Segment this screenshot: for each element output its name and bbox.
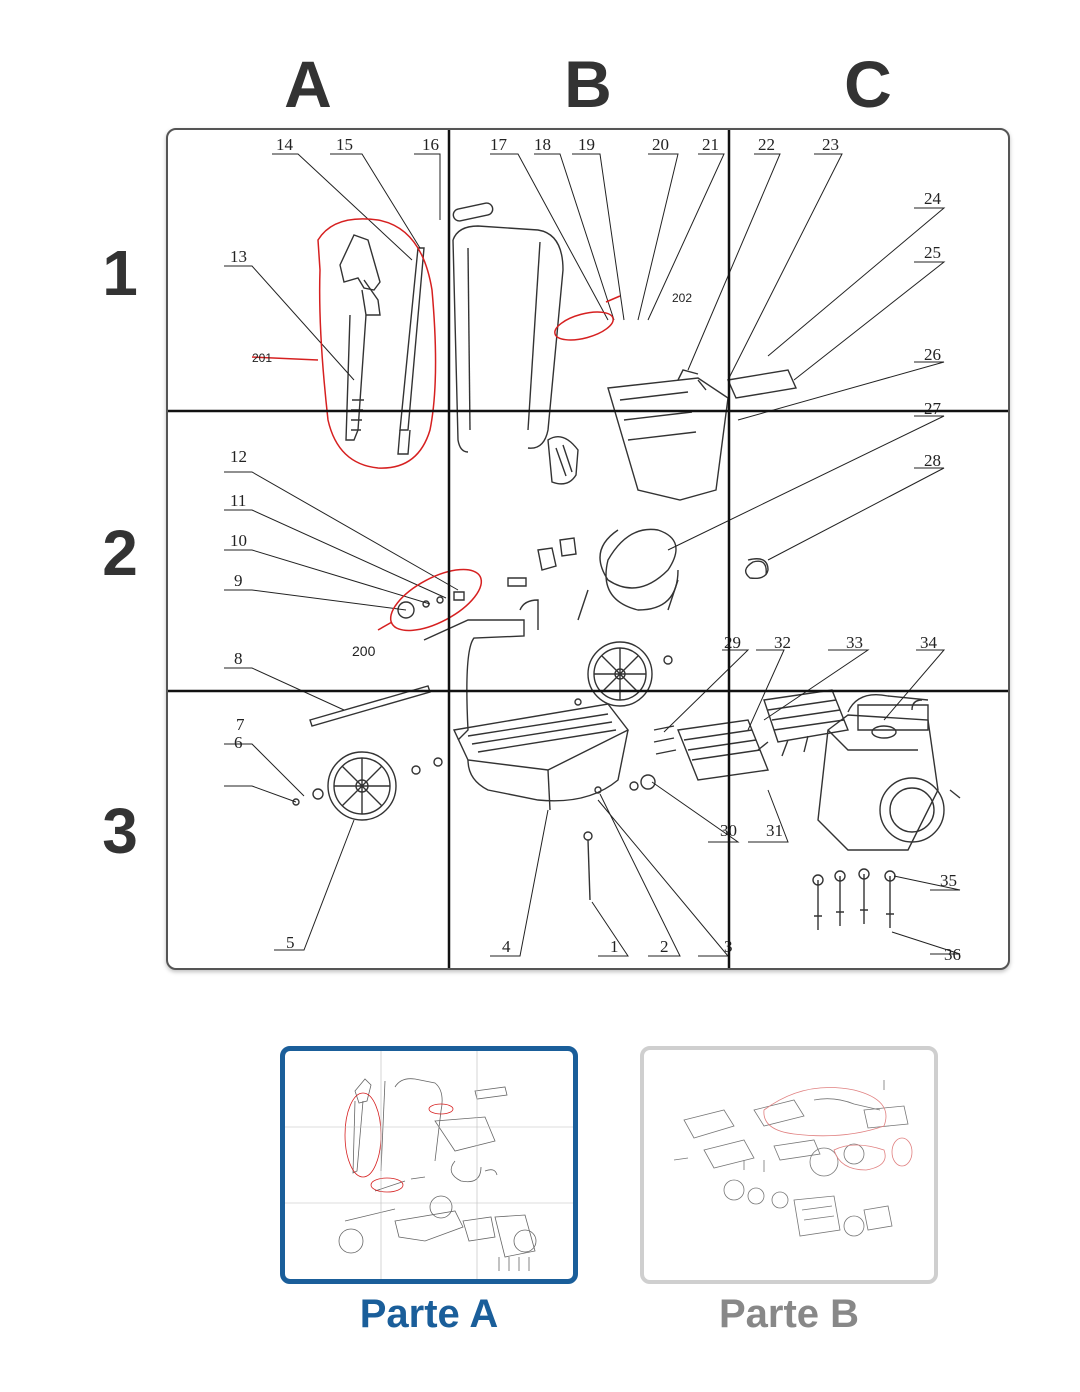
parte-a-thumbnail[interactable]	[280, 1046, 578, 1284]
callout-11: 11	[230, 491, 246, 510]
callout-20: 20	[652, 135, 669, 154]
callout-35: 35	[940, 871, 957, 890]
callout-7: 7	[236, 715, 245, 734]
callout-4: 4	[502, 937, 511, 956]
callout-34: 34	[920, 633, 938, 652]
callout-22: 22	[758, 135, 775, 154]
callout-24: 24	[924, 189, 942, 208]
callout-23: 23	[822, 135, 839, 154]
row-label-1: 1	[102, 237, 138, 309]
callout-5: 5	[286, 933, 295, 952]
callout-9: 9	[234, 571, 243, 590]
parte-b-preview	[673, 1080, 913, 1237]
exploded-parts-diagram: 14 15 16 13 17 18 19 20 21 22 23 24 25 2…	[166, 128, 1010, 970]
callout-1: 1	[610, 937, 619, 956]
group-label-201: 201	[252, 351, 272, 365]
tab-parte-a[interactable]: Parte A	[359, 1292, 499, 1336]
row-label-3: 3	[102, 795, 138, 867]
callout-2: 2	[660, 937, 669, 956]
parte-b-thumbnail[interactable]	[640, 1046, 938, 1284]
callout-18: 18	[534, 135, 551, 154]
callout-31: 31	[766, 821, 783, 840]
callout-19: 19	[578, 135, 595, 154]
callout-27: 27	[924, 399, 942, 418]
callout-32: 32	[774, 633, 791, 652]
row-label-2: 2	[102, 517, 138, 589]
callout-13: 13	[230, 247, 247, 266]
callout-6: 6	[234, 733, 243, 752]
callout-15: 15	[336, 135, 353, 154]
callout-10: 10	[230, 531, 247, 550]
callout-28: 28	[924, 451, 941, 470]
callout-12: 12	[230, 447, 247, 466]
callout-29: 29	[724, 633, 741, 652]
diagram-drawing: 14 15 16 13 17 18 19 20 21 22 23 24 25 2…	[168, 130, 1008, 968]
callout-25: 25	[924, 243, 941, 262]
tab-parte-b[interactable]: Parte B	[718, 1292, 860, 1336]
callout-36: 36	[944, 945, 961, 964]
callout-8: 8	[234, 649, 243, 668]
parte-a-preview	[285, 1051, 573, 1279]
callout-16: 16	[422, 135, 439, 154]
column-label-b: B	[564, 47, 612, 121]
callout-17: 17	[490, 135, 508, 154]
column-label-a: A	[284, 47, 332, 121]
callout-33: 33	[846, 633, 863, 652]
column-label-c: C	[844, 47, 892, 121]
group-label-202: 202	[672, 291, 692, 305]
group-label-200: 200	[352, 643, 376, 659]
callout-14: 14	[276, 135, 294, 154]
callout-21: 21	[702, 135, 719, 154]
callout-26: 26	[924, 345, 941, 364]
